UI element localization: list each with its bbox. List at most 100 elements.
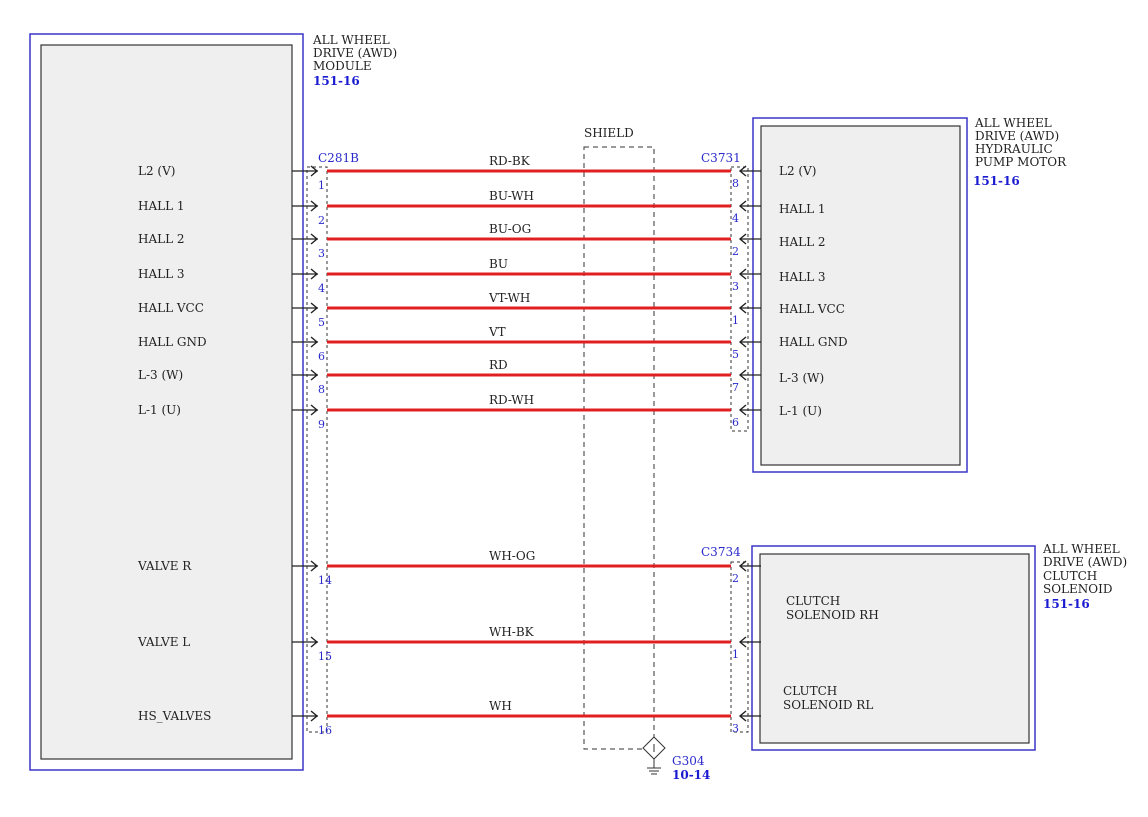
pump-frame [752, 117, 968, 473]
wire-color-label: BU-OG [489, 222, 531, 236]
wire-color-label: RD-BK [489, 154, 531, 168]
pin-number: 3 [732, 280, 739, 293]
ground-ref: 10-14 [672, 768, 710, 782]
module-pin-label: VALVE R [137, 559, 192, 573]
pump-pin-label: HALL 2 [779, 235, 826, 249]
wire-color-label: VT [488, 325, 506, 339]
pump-title: ALL WHEEL DRIVE (AWD) HYDRAULIC PUMP MOT… [973, 116, 1067, 188]
connector-c3734-outline [730, 561, 749, 733]
solenoid-rh-label: SOLENOID RH [786, 608, 879, 622]
solenoid-rh-label: CLUTCH [786, 594, 840, 608]
wire-color-label: RD [489, 358, 508, 372]
pump-pin-label: HALL GND [779, 335, 848, 349]
ground-icon [642, 736, 666, 775]
pump-pin-label: L-3 (W) [779, 371, 824, 385]
solenoid-frame [751, 545, 1036, 751]
module-pin-label: HALL VCC [138, 301, 204, 315]
pin-number: 3 [318, 247, 325, 260]
wire-color-label: WH-OG [489, 549, 535, 563]
pump-title-line: ALL WHEEL [974, 116, 1052, 130]
module-pin-label: L2 (V) [138, 164, 175, 178]
pin-arrow-icon [310, 165, 319, 177]
pump-body [760, 125, 961, 466]
connector-c281b-label: C281B [318, 151, 359, 165]
pin-number: 4 [318, 282, 325, 295]
connector-c3731-label: C3731 [701, 151, 741, 165]
pump-ref: 151-16 [973, 174, 1020, 188]
pin-number: 2 [732, 572, 739, 585]
pump-title-line: DRIVE (AWD) [975, 129, 1059, 143]
pump-pin-label: HALL 3 [779, 270, 826, 284]
wires-layer: RD-BK 1 8 L2 (V) L2 (V) BU-WH 2 4 HALL 1 HALL 1 BU… [137, 154, 848, 737]
pin-arrow-icon [310, 336, 319, 348]
pin-number: 5 [732, 348, 739, 361]
module-title: ALL WHEEL DRIVE (AWD) MODULE 151-16 [312, 33, 397, 88]
pin-arrow-icon [310, 560, 319, 572]
module-pin-label: L-1 (U) [138, 403, 181, 417]
ground-name: G304 [672, 754, 705, 768]
pin-number: 8 [732, 177, 739, 190]
pin-number: 1 [732, 314, 739, 327]
solenoid-title-line: CLUTCH [1043, 569, 1097, 583]
solenoid-rl-label: CLUTCH [783, 684, 837, 698]
pin-number: 1 [318, 179, 325, 192]
module-pin-label: L-3 (W) [138, 368, 183, 382]
solenoid-title-line: SOLENOID [1043, 582, 1113, 596]
pin-number: 8 [318, 383, 325, 396]
solenoid-rl-label: SOLENOID RL [783, 698, 873, 712]
pump-pin-label: HALL 1 [779, 202, 826, 216]
pin-number: 15 [318, 650, 332, 663]
pin-number: 4 [732, 212, 739, 225]
pin-number: 14 [318, 574, 332, 587]
pin-number: 9 [318, 418, 325, 431]
pin-number: 6 [318, 350, 325, 363]
pin-arrow-icon [310, 233, 319, 245]
pin-number: 3 [732, 722, 739, 735]
pin-arrow-icon [310, 268, 319, 280]
solenoid-ref: 151-16 [1043, 597, 1090, 611]
module-title-line: DRIVE (AWD) [313, 46, 397, 60]
solenoid-body [759, 553, 1030, 744]
pin-arrow-icon [310, 302, 319, 314]
pin-number: 2 [732, 245, 739, 258]
pin-arrow-icon [310, 200, 319, 212]
pin-number: 16 [318, 724, 332, 737]
wire-color-label: WH-BK [489, 625, 535, 639]
pin-arrow-icon [310, 369, 319, 381]
wire-color-label: RD-WH [489, 393, 534, 407]
shield-label: SHIELD [584, 126, 634, 140]
solenoid-title: ALL WHEEL DRIVE (AWD) CLUTCH SOLENOID 15… [1042, 542, 1127, 611]
pin-arrow-icon [310, 404, 319, 416]
module-pin-label: VALVE L [137, 635, 190, 649]
pin-arrow-icon [310, 636, 319, 648]
pump-title-line: HYDRAULIC [975, 142, 1053, 156]
pin-number: 1 [732, 648, 739, 661]
module-title-line: ALL WHEEL [312, 33, 390, 47]
wire-color-label: WH [489, 699, 512, 713]
pin-number: 2 [318, 214, 325, 227]
pin-number: 5 [318, 316, 325, 329]
module-title-line: MODULE [313, 59, 372, 73]
solenoid-title-line: DRIVE (AWD) [1043, 555, 1127, 569]
wire-color-label: BU-WH [489, 189, 534, 203]
shield-outline [583, 146, 655, 750]
module-pin-label: HALL 3 [138, 267, 185, 281]
module-ref: 151-16 [313, 74, 360, 88]
connector-c3734-label: C3734 [701, 545, 741, 559]
connector-c281b-outline [306, 166, 328, 733]
pin-arrow-icon [310, 710, 319, 722]
module-body [40, 44, 293, 760]
wire-color-label: BU [489, 257, 508, 271]
module-pin-label: HALL 2 [138, 232, 185, 246]
wire-color-label: VT-WH [488, 291, 530, 305]
pump-title-line: PUMP MOTOR [975, 155, 1067, 169]
module-pin-label: HALL GND [138, 335, 207, 349]
pin-number: 7 [732, 381, 739, 394]
connector-c3731-outline [730, 166, 749, 432]
pump-pin-label: HALL VCC [779, 302, 845, 316]
module-pin-label: HALL 1 [138, 199, 185, 213]
pump-pin-label: L2 (V) [779, 164, 816, 178]
module-pin-label: HS_VALVES [138, 709, 211, 723]
module-frame [29, 33, 304, 771]
